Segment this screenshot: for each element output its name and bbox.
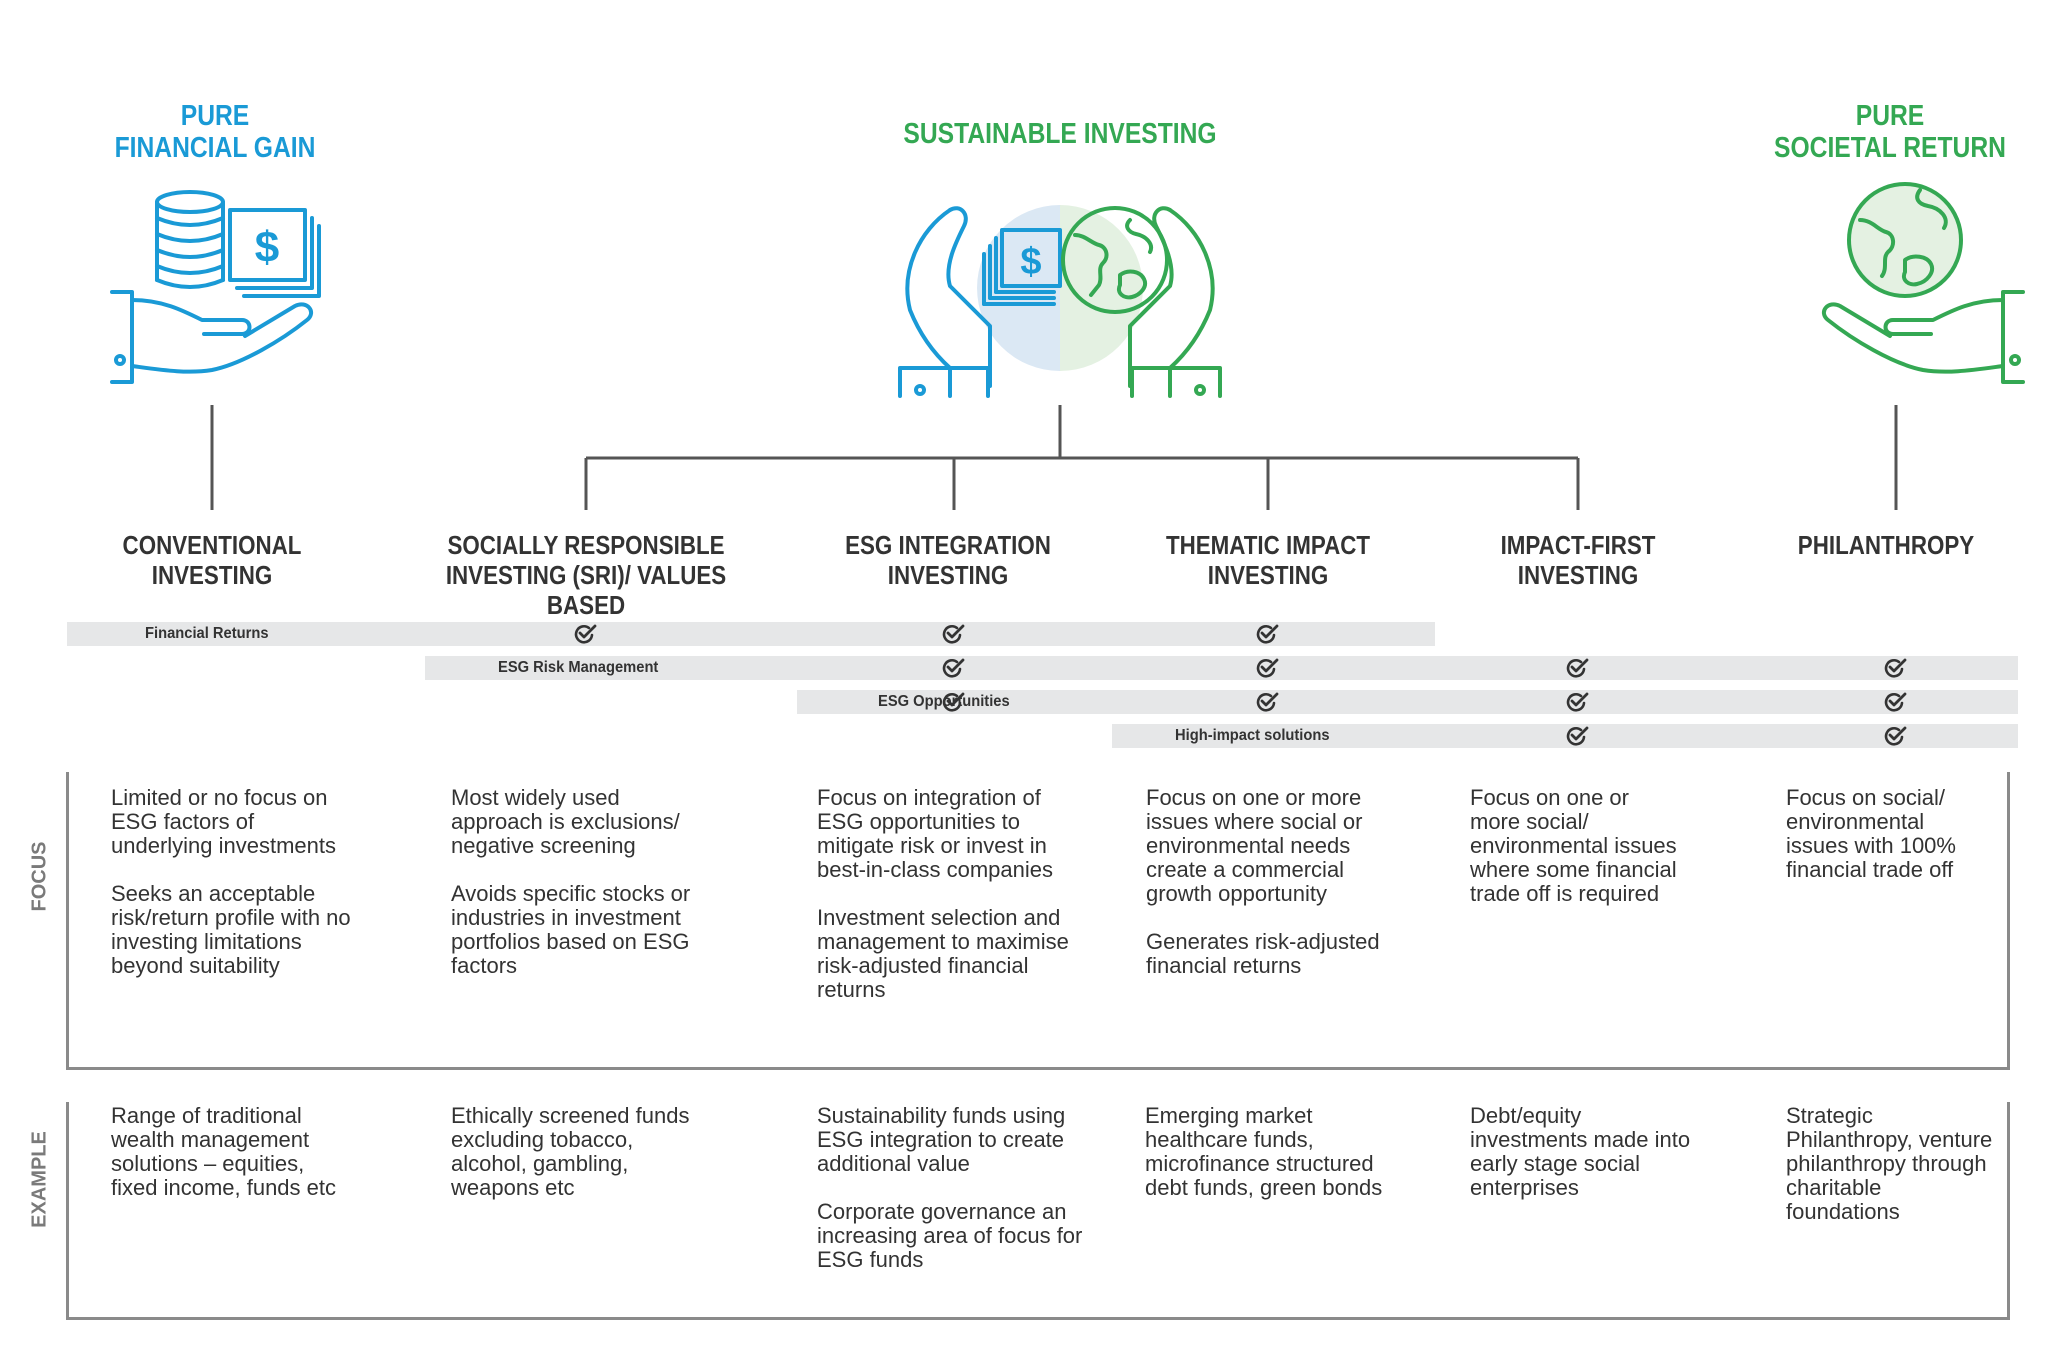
focus-paragraph: Focus on one or more issues where social… (1146, 785, 1363, 906)
category-line: PHILANTHROPY (1797, 530, 1975, 560)
bar-label: High-impact solutions (1175, 727, 1330, 744)
example-cell: Sustainability funds using ESG integrati… (817, 1104, 1097, 1272)
example-paragraph: Strategic Philanthropy, venture philanth… (1786, 1103, 1993, 1224)
category-thematic-impact: THEMATIC IMPACT INVESTING (1087, 530, 1448, 590)
header-pure-financial-gain: PURE FINANCIAL GAIN (88, 100, 343, 164)
category-philanthropy: PHILANTHROPY (1705, 530, 2048, 560)
category-line: INVESTING (151, 560, 273, 590)
connector-lines (210, 405, 1898, 510)
category-line: INVESTING (1207, 560, 1329, 590)
focus-cell: Limited or no focus on ESG factors of un… (111, 786, 351, 978)
category-line: IMPACT-FIRST (1500, 530, 1656, 560)
check-mark-icon (942, 624, 965, 644)
example-cell: Range of traditional wealth management s… (111, 1104, 351, 1200)
category-line: SOCIALLY RESPONSIBLE (447, 530, 725, 560)
check-mark-icon (1884, 658, 1907, 678)
globe-in-hand-icon (1821, 182, 2025, 384)
category-line: INVESTING (SRI)/ VALUES BASED (445, 560, 727, 620)
hands-holding-money-and-globe-icon: $ (898, 205, 1222, 398)
check-mark-icon (942, 692, 965, 712)
example-paragraph: Ethically screened funds excluding tobac… (451, 1103, 690, 1200)
bar-high-impact-solutions (1112, 724, 2018, 748)
focus-paragraph: Generates risk-adjusted financial return… (1146, 929, 1380, 978)
focus-cell: Focus on social/ environmental issues wi… (1786, 786, 1991, 882)
bar-label: ESG Risk Management (498, 659, 659, 676)
focus-paragraph: Investment selection and management to m… (817, 905, 1069, 1002)
example-cell: Ethically screened funds excluding tobac… (451, 1104, 711, 1200)
check-mark-icon (1884, 726, 1907, 746)
header-sustainable-investing: SUSTAINABLE INVESTING (890, 118, 1230, 150)
category-line: INVESTING (887, 560, 1009, 590)
focus-label: FOCUS (28, 841, 51, 912)
example-paragraph: Corporate governance an increasing area … (817, 1199, 1083, 1272)
focus-paragraph: Focus on integration of ESG opportunitie… (817, 785, 1053, 882)
check-mark-icon (1256, 692, 1279, 712)
check-mark-icon (1566, 726, 1589, 746)
focus-frame (66, 772, 2010, 1070)
focus-cell: Focus on integration of ESG opportunitie… (817, 786, 1087, 1002)
focus-paragraph: Focus on one or more social/ environment… (1470, 785, 1677, 906)
check-mark-icon (1884, 692, 1907, 712)
check-mark-icon (1566, 658, 1589, 678)
example-cell: Debt/equity investments made into early … (1470, 1104, 1695, 1200)
example-paragraph: Emerging market healthcare funds, microf… (1145, 1103, 1383, 1200)
check-mark-icon (1256, 658, 1279, 678)
example-cell: Emerging market healthcare funds, microf… (1145, 1104, 1405, 1200)
example-paragraph: Sustainability funds using ESG integrati… (817, 1103, 1066, 1176)
category-conventional: CONVENTIONAL INVESTING (31, 530, 392, 590)
example-frame (66, 1102, 2010, 1320)
check-mark-icon (574, 624, 597, 644)
bar-label: Financial Returns (145, 625, 269, 642)
category-line: INVESTING (1517, 560, 1639, 590)
svg-text:$: $ (1020, 241, 1041, 283)
focus-paragraph: Avoids specific stocks or industries in … (451, 881, 691, 978)
header-line: FINANCIAL GAIN (114, 132, 316, 164)
check-mark-icon (1256, 624, 1279, 644)
bar-esg-risk-management (425, 656, 2018, 680)
header-pure-societal-return: PURE SOCIETAL RETURN (1763, 100, 2018, 164)
example-label: EXAMPLE (28, 1131, 51, 1228)
check-mark-icon (942, 658, 965, 678)
header-line: SOCIETAL RETURN (1774, 132, 2006, 164)
focus-paragraph: Limited or no focus on ESG factors of un… (111, 785, 337, 858)
header-line: SUSTAINABLE INVESTING (903, 118, 1217, 150)
focus-paragraph: Most widely used approach is exclusions/… (451, 785, 680, 858)
focus-paragraph: Focus on social/ environmental issues wi… (1786, 785, 1956, 882)
focus-cell: Focus on one or more social/ environment… (1470, 786, 1685, 906)
header-line: PURE (180, 100, 250, 132)
focus-paragraph: Seeks an acceptable risk/return profile … (111, 881, 351, 978)
category-sri: SOCIALLY RESPONSIBLE INVESTING (SRI)/ VA… (405, 530, 766, 620)
category-impact-first: IMPACT-FIRST INVESTING (1397, 530, 1758, 590)
focus-cell: Focus on one or more issues where social… (1146, 786, 1406, 978)
money-in-hand-icon: $ (110, 190, 321, 384)
example-cell: Strategic Philanthropy, venture philanth… (1786, 1104, 2001, 1224)
example-paragraph: Range of traditional wealth management s… (111, 1103, 337, 1200)
example-paragraph: Debt/equity investments made into early … (1470, 1103, 1691, 1200)
category-line: CONVENTIONAL (122, 530, 302, 560)
svg-text:$: $ (255, 223, 279, 272)
bar-financial-returns (67, 622, 1435, 646)
category-line: ESG INTEGRATION (845, 530, 1051, 560)
focus-cell: Most widely used approach is exclusions/… (451, 786, 701, 978)
bar-esg-opportunities (797, 690, 2018, 714)
category-esg-integration: ESG INTEGRATION INVESTING (767, 530, 1128, 590)
check-mark-icon (1566, 692, 1589, 712)
category-line: THEMATIC IMPACT (1165, 530, 1371, 560)
header-line: PURE (1855, 100, 1925, 132)
